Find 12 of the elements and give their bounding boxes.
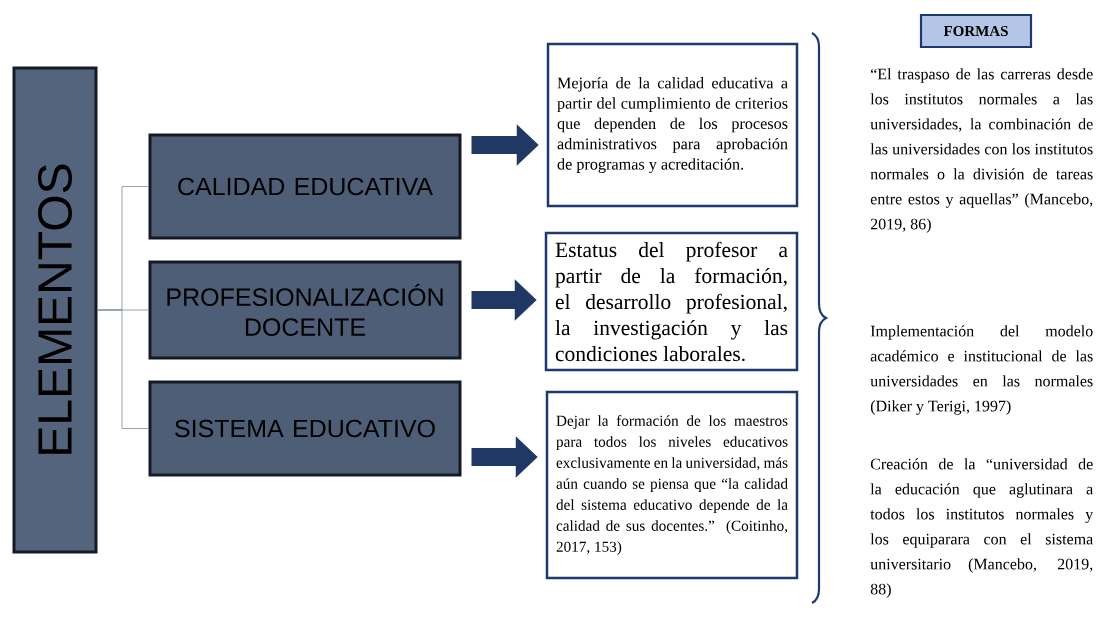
quote-paragraph: Implementación del modelo académico e institucional de las universidades en las normales (Diker y Terigi, 1997): [870, 325, 1093, 415]
quote-paragraph: “El traspaso de las carreras desde los institutos normales a las universidades, la combinación de las universidades con los institutos normales o la división de tareas entre estos y aquellas” (Mancebo, 2019, 86): [870, 68, 1093, 233]
title-band: ELEMENTOS: [12, 66, 98, 554]
connector-line: [97, 309, 149, 429]
text-box: Estatus del profesor a partir de la formación, el desarrollo profesional, la investigación y las condiciones laborales.: [544, 231, 799, 372]
category-band: SISTEMA EDUCATIVO: [148, 380, 462, 477]
header-box: FORMAS: [919, 13, 1033, 49]
text-box: Mejoría de la calidad educativa a partir del cumplimiento de criterios que dependen de los procesos administrativos para aprobación de programas y acreditación.: [546, 42, 799, 208]
category-band: PROFESIONALIZACIÓN DOCENTE: [148, 260, 462, 360]
category-band: CALIDAD EDUCATIVA: [148, 133, 462, 240]
text-box: Dejar la formación de los maestros para todos los niveles educativos exclusivamente en la universidad, más aún cuando se piensa que “la calidad del sistema educativo depende de la calidad de sus docentes.” (Coitinho, 2017, 153): [545, 390, 799, 580]
quote-paragraph: Creación de la “universidad de la educación que aglutinara a todos los institutos normales y los equiparara con el sistema universitario (Mancebo, 2019, 88): [870, 458, 1094, 598]
